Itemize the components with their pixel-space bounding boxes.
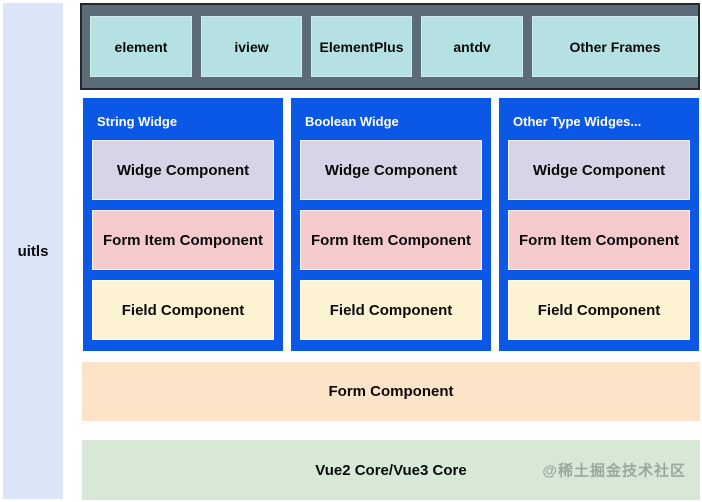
- column-title: Boolean Widge: [305, 113, 399, 129]
- framework-box-other-frames: Other Frames: [532, 16, 698, 77]
- framework-box-antdv: antdv: [421, 16, 523, 77]
- form-component-label: Form Component: [328, 383, 454, 400]
- framework-box-elementplus: ElementPlus: [311, 16, 412, 77]
- watermark: @稀土掘金技术社区: [542, 462, 686, 480]
- utils-sidebar: uitls: [3, 3, 63, 499]
- form-item-component-box: Form Item Component: [92, 210, 274, 270]
- ui-frameworks-bar: element iview ElementPlus antdv Other Fr…: [80, 3, 700, 90]
- framework-box-element: element: [90, 16, 192, 77]
- form-component-bar: Form Component: [82, 362, 700, 421]
- widget-column-string: String Widge Widge Component Form Item C…: [83, 98, 283, 351]
- field-component-box: Field Component: [300, 280, 482, 340]
- form-item-component-box: Form Item Component: [508, 210, 690, 270]
- widge-component-box: Widge Component: [300, 140, 482, 200]
- widget-column-boolean: Boolean Widge Widge Component Form Item …: [291, 98, 491, 351]
- widge-component-box: Widge Component: [508, 140, 690, 200]
- column-title: Other Type Widges...: [513, 113, 642, 129]
- field-component-box: Field Component: [508, 280, 690, 340]
- column-title: String Widge: [97, 113, 178, 129]
- widge-component-box: Widge Component: [92, 140, 274, 200]
- framework-box-iview: iview: [201, 16, 302, 77]
- widget-column-other-types: Other Type Widges... Widge Component For…: [499, 98, 699, 351]
- field-component-box: Field Component: [92, 280, 274, 340]
- vue-core-bar: Vue2 Core/Vue3 Core @稀土掘金技术社区: [82, 440, 700, 500]
- vue-core-label: Vue2 Core/Vue3 Core: [315, 461, 467, 479]
- utils-label: uitls: [17, 242, 49, 260]
- form-item-component-box: Form Item Component: [300, 210, 482, 270]
